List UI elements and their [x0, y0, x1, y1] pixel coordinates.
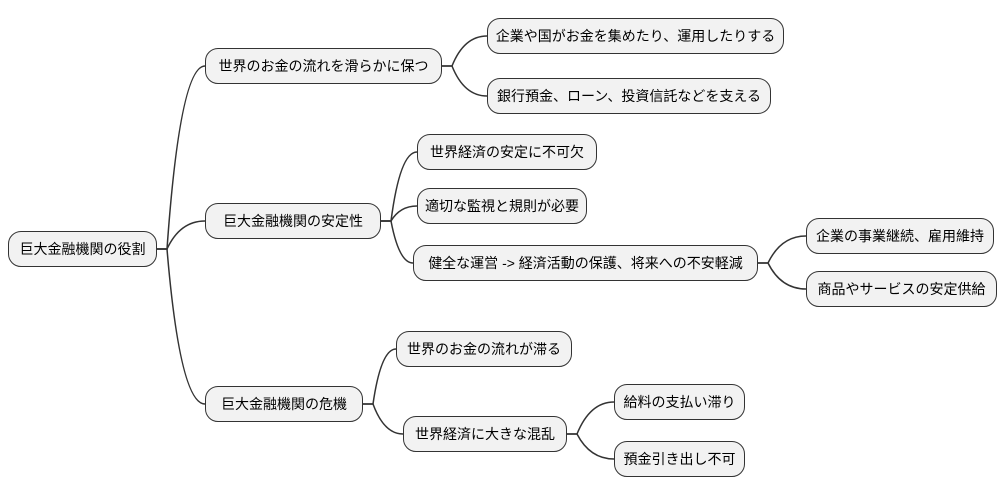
- node-world-economic-turmoil: 世界経済に大きな混乱: [403, 416, 567, 452]
- node-root-financial-institutions-role: 巨大金融機関の役割: [8, 231, 157, 267]
- node-smooth-money-flow: 世界のお金の流れを滑らかに保つ: [205, 48, 442, 84]
- node-stable-supply-goods-services: 商品やサービスの安定供給: [806, 271, 997, 307]
- link-sound-mgmt-to-continuity: [757, 235, 807, 264]
- node-bank-deposits-loans-trusts: 銀行預金、ローン、投資信託などを支える: [487, 78, 771, 114]
- link-stability-to-essential: [380, 151, 418, 222]
- link-root-to-smooth-money-flow: [156, 65, 206, 250]
- node-institution-stability: 巨大金融機関の安定性: [205, 203, 381, 239]
- node-deposit-withdrawal-impossible: 預金引き出し不可: [614, 441, 745, 477]
- link-root-to-crisis: [156, 248, 206, 405]
- link-smooth-flow-to-raise-funds: [441, 35, 488, 67]
- link-stability-to-oversight: [380, 205, 418, 222]
- link-root-to-stability: [156, 220, 206, 250]
- node-essential-for-world-economy: 世界経済の安定に不可欠: [417, 134, 597, 170]
- link-sound-mgmt-to-stable-supply: [757, 262, 807, 290]
- node-business-continuity-employment: 企業の事業継続、雇用維持: [806, 218, 994, 254]
- link-stability-to-sound-management: [380, 220, 414, 264]
- node-salary-payment-delays: 給料の支払い滞り: [614, 384, 745, 420]
- link-crisis-to-turmoil: [362, 403, 404, 435]
- link-smooth-flow-to-bank-deposits: [441, 65, 488, 97]
- link-crisis-to-flow-stagnates: [362, 348, 397, 405]
- node-sound-management-protection: 健全な運営 -> 経済活動の保護、将来への不安軽減: [413, 245, 758, 281]
- node-money-flow-stagnates: 世界のお金の流れが滞る: [396, 331, 572, 367]
- node-oversight-and-rules-needed: 適切な監視と規則が必要: [417, 188, 587, 224]
- node-companies-raise-funds: 企業や国がお金を集めたり、運用したりする: [487, 18, 784, 54]
- link-turmoil-to-withdrawal: [566, 433, 615, 460]
- node-institution-crisis: 巨大金融機関の危機: [205, 386, 363, 422]
- link-turmoil-to-salary-delays: [566, 401, 615, 435]
